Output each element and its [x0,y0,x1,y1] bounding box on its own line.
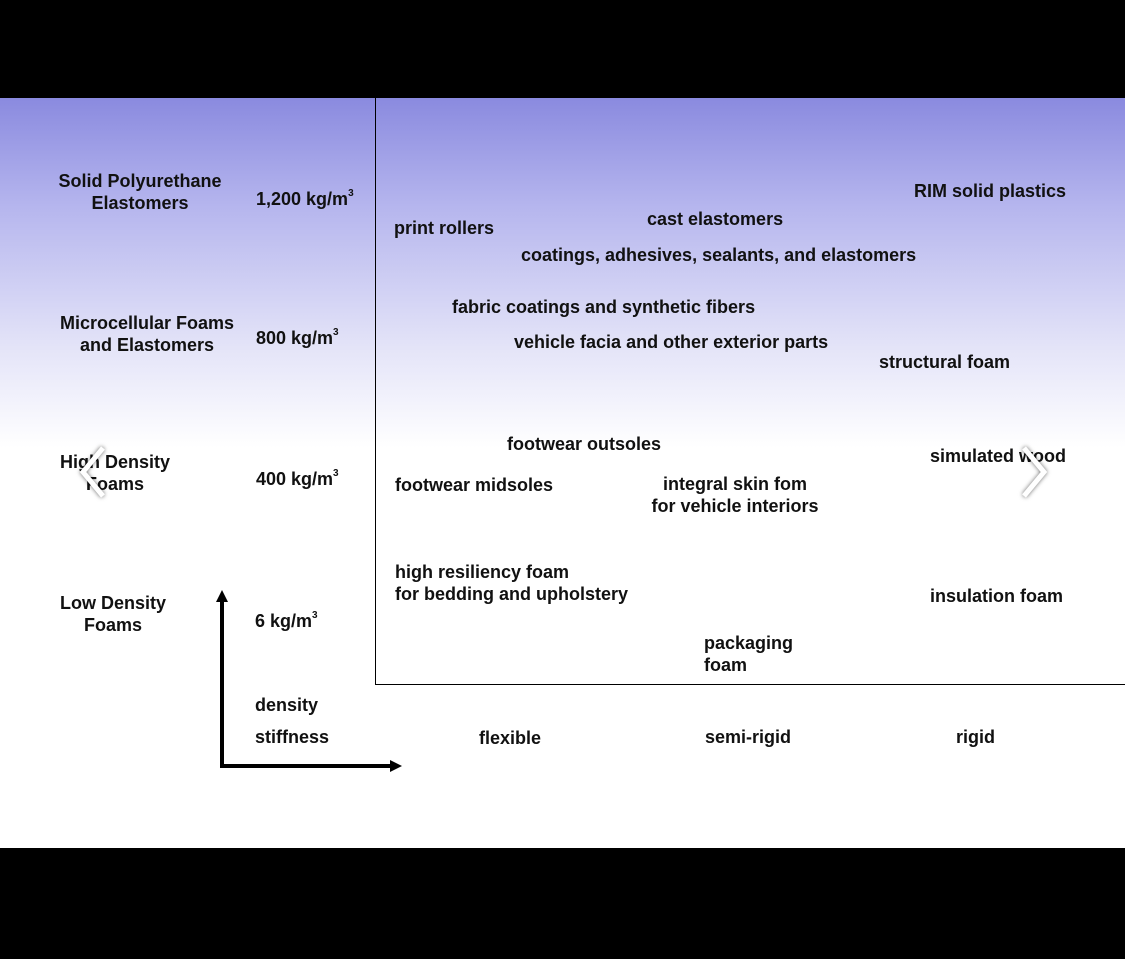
column-label-flexible: flexible [479,728,542,748]
next-slide-button[interactable] [1005,432,1065,512]
chevron-left-icon [79,446,105,498]
application-label: RIM solid plastics [914,181,1067,201]
column-label-semi-rigid: semi-rigid [705,727,792,747]
axis-arrow-up-icon [216,590,228,602]
frame-left-line [375,98,376,685]
density-value: 1,200 kg/m3 [256,188,354,210]
density-axis-line [220,600,224,768]
density-value: 400 kg/m3 [256,468,339,490]
application-label: structural foam [879,352,1011,372]
axis-label-stiffness: stiffness [255,727,330,747]
application-label: print rollers [394,218,495,238]
application-label: insulation foam [930,586,1064,606]
chevron-right-icon [1022,446,1048,498]
application-label: cast elastomers [647,209,784,229]
application-label: vehicle facia and other exterior parts [514,332,829,352]
density-value: 6 kg/m3 [255,610,318,632]
axis-label-density: density [255,695,319,715]
stiffness-axis-line [220,764,392,768]
application-label: footwear midsoles [395,475,554,495]
axis-arrow-right-icon [390,760,402,772]
application-label: footwear outsoles [507,434,662,454]
density-value: 800 kg/m3 [256,327,339,349]
column-label-rigid: rigid [956,727,995,747]
application-label: coatings, adhesives, sealants, and elast… [521,245,917,265]
prev-slide-button[interactable] [62,432,122,512]
frame-bottom-line [375,684,1125,685]
application-label: fabric coatings and synthetic fibers [452,297,756,317]
